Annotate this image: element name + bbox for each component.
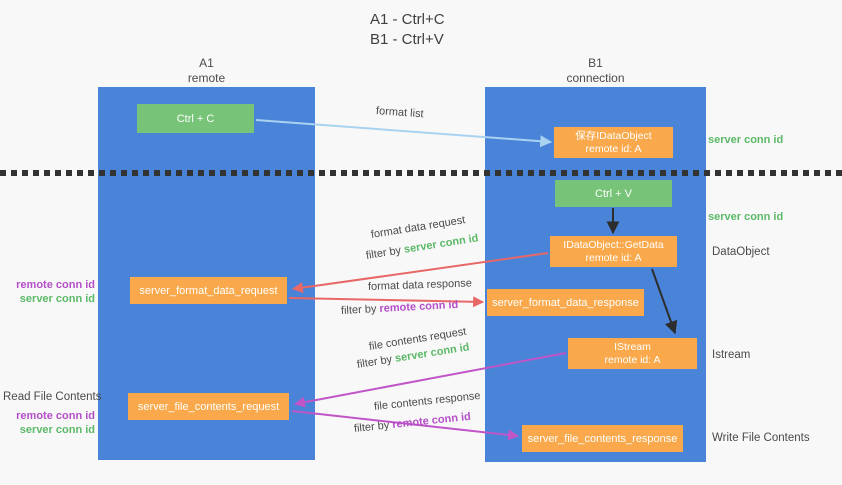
node-ctrl-v-label: Ctrl + V — [595, 187, 632, 200]
node-istream-line2: remote id: A — [604, 353, 661, 366]
server-conn-id-annotation: server conn id — [19, 293, 95, 305]
node-istream-line1: IStream — [614, 340, 651, 353]
node-server-format-data-response: server_format_data_response — [487, 289, 644, 316]
remote-conn-id-text: remote conn id — [379, 298, 459, 315]
lane-title-connection: B1 connection — [485, 56, 706, 86]
node-server-file-contents-response: server_file_contents_response — [522, 425, 683, 452]
server-conn-id-annotation-top: server conn id — [708, 134, 784, 146]
format-response-filter-label: filter by remote conn id — [341, 299, 459, 317]
remote-conn-id-text: remote conn id — [391, 410, 472, 431]
server-conn-id-annotation: server conn id — [19, 424, 95, 436]
filter-by-text: filter by — [353, 419, 390, 435]
node-save-idataobject-line2: remote id: A — [585, 142, 642, 155]
read-file-contents-annotation: Read File Contents — [3, 391, 102, 403]
node-ctrl-c: Ctrl + C — [137, 104, 254, 133]
node-server-format-data-request: server_format_data_request — [130, 277, 287, 304]
node-save-idataobject-line1: 保存IDataObject — [575, 129, 652, 142]
lane-title-remote: A1 remote — [98, 56, 315, 86]
filter-by-text: filter by — [340, 303, 377, 317]
filter-by-text: filter by — [356, 353, 393, 371]
file-contents-response-label: file contents response — [373, 389, 482, 413]
server-conn-id-annotation-mid: server conn id — [708, 211, 784, 223]
format-conn-ids-annotation: remote conn id server conn id — [0, 278, 95, 306]
node-format-request-label: server_format_data_request — [139, 284, 278, 297]
lane-right-name: B1 — [588, 56, 603, 70]
istream-annotation: Istream — [712, 349, 751, 361]
file-conn-ids-annotation: remote conn id server conn id — [0, 409, 95, 437]
node-file-response-label: server_file_contents_response — [527, 432, 678, 445]
remote-conn-id-annotation: remote conn id — [16, 410, 95, 422]
file-response-filter-label: filter by remote conn id — [353, 411, 471, 435]
node-istream: IStream remote id: A — [568, 338, 697, 369]
write-file-contents-annotation: Write File Contents — [712, 432, 810, 444]
server-conn-id-text: server conn id — [403, 232, 480, 256]
diagram-title: A1 - Ctrl+C B1 - Ctrl+V — [370, 10, 445, 50]
diagram-title-line2: B1 - Ctrl+V — [370, 31, 444, 48]
remote-conn-id-annotation: remote conn id — [16, 279, 95, 291]
format-list-label: format list — [375, 105, 424, 121]
filter-by-text: filter by — [365, 244, 402, 262]
node-save-idataobject: 保存IDataObject remote id: A — [554, 127, 673, 158]
diagram-title-line1: A1 - Ctrl+C — [370, 11, 445, 28]
lane-left-role: remote — [187, 71, 226, 85]
node-ctrl-c-label: Ctrl + C — [176, 112, 215, 125]
format-data-response-label: format data response — [367, 277, 473, 293]
lane-right-role: connection — [566, 71, 625, 85]
node-format-response-label: server_format_data_response — [492, 296, 639, 309]
node-getdata-line1: IDataObject::GetData — [563, 238, 664, 251]
node-file-request-label: server_file_contents_request — [137, 400, 280, 413]
dataobject-annotation: DataObject — [712, 246, 770, 258]
node-ctrl-v: Ctrl + V — [555, 180, 672, 207]
node-idataobject-getdata: IDataObject::GetData remote id: A — [550, 236, 677, 267]
node-getdata-line2: remote id: A — [585, 251, 642, 264]
node-server-file-contents-request: server_file_contents_request — [128, 393, 289, 420]
lane-left-name: A1 — [199, 56, 214, 70]
